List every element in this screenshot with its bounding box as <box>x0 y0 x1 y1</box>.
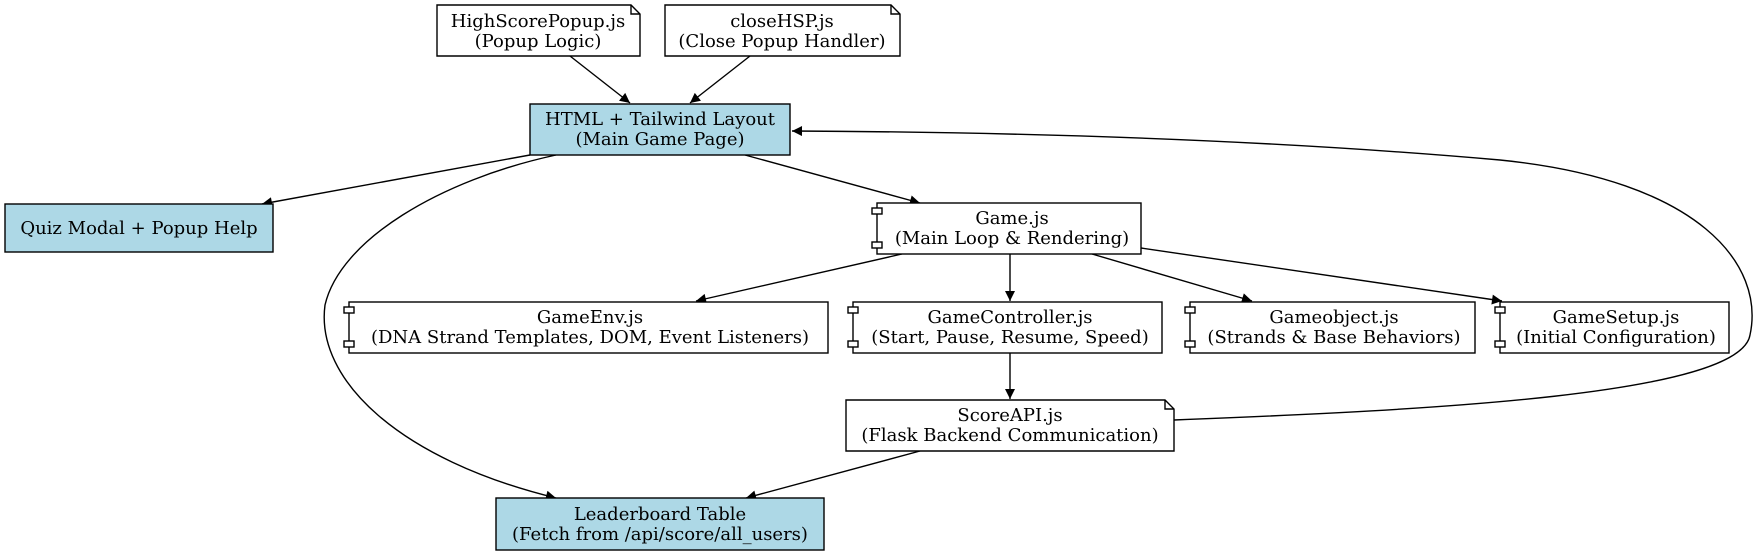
edge-game-js-to-game-setup <box>1140 247 1503 305</box>
node-quiz-modal: Quiz Modal + Popup Help <box>4 203 274 253</box>
node-game-env: GameEnv.js (DNA Strand Templates, DOM, E… <box>343 301 829 354</box>
node-highscore-popup-subtitle: (Popup Logic) <box>475 31 602 52</box>
edge-score-api-to-main-layout <box>791 126 1753 421</box>
node-leaderboard-subtitle: (Fetch from /api/score/all_users) <box>512 524 808 545</box>
node-game-controller: GameController.js (Start, Pause, Resume,… <box>847 301 1163 354</box>
node-quiz-modal-title: Quiz Modal + Popup Help <box>20 218 257 239</box>
edge-main-layout-to-quiz-modal <box>261 154 531 208</box>
edge-main-layout-to-game-js <box>744 154 921 206</box>
node-game-setup: GameSetup.js (Initial Configuration) <box>1494 301 1730 354</box>
node-close-hsp-subtitle: (Close Popup Handler) <box>678 31 885 52</box>
node-gameobject-title: Gameobject.js <box>1269 307 1398 328</box>
node-leaderboard-title: Leaderboard Table <box>574 504 746 525</box>
node-highscore-popup: HighScorePopup.js (Popup Logic) <box>436 4 641 57</box>
node-close-hsp-title: closeHSP.js <box>730 11 834 32</box>
node-score-api-subtitle: (Flask Backend Communication) <box>861 425 1158 446</box>
edge-main-layout-to-leaderboard <box>323 154 557 501</box>
node-score-api-title: ScoreAPI.js <box>957 405 1062 426</box>
edge-score-api-to-leaderboard <box>745 450 921 501</box>
node-main-layout-subtitle: (Main Game Page) <box>575 129 744 150</box>
node-game-js-subtitle: (Main Loop & Rendering) <box>895 228 1129 249</box>
edge-close-hsp-to-main-layout <box>689 55 751 104</box>
node-main-layout-title: HTML + Tailwind Layout <box>545 109 776 130</box>
node-game-env-title: GameEnv.js <box>537 307 643 328</box>
edge-game-js-to-game-env <box>695 253 903 304</box>
node-gameobject-subtitle: (Strands & Base Behaviors) <box>1207 327 1460 348</box>
node-highscore-popup-title: HighScorePopup.js <box>451 11 625 32</box>
node-close-hsp: closeHSP.js (Close Popup Handler) <box>664 4 901 57</box>
node-game-setup-subtitle: (Initial Configuration) <box>1516 327 1716 348</box>
node-game-controller-title: GameController.js <box>927 307 1092 328</box>
edge-highscore-popup-to-main-layout <box>569 55 631 104</box>
node-score-api: ScoreAPI.js (Flask Backend Communication… <box>845 399 1175 452</box>
node-game-env-subtitle: (DNA Strand Templates, DOM, Event Listen… <box>371 327 809 348</box>
node-main-layout: HTML + Tailwind Layout (Main Game Page) <box>529 103 791 156</box>
edge-game-js-to-gameobject <box>1091 253 1253 303</box>
node-game-controller-subtitle: (Start, Pause, Resume, Speed) <box>871 327 1148 348</box>
node-game-js-title: Game.js <box>975 208 1048 229</box>
node-game-setup-title: GameSetup.js <box>1553 307 1680 328</box>
node-leaderboard: Leaderboard Table (Fetch from /api/score… <box>495 497 825 551</box>
node-game-js: Game.js (Main Loop & Rendering) <box>871 202 1142 255</box>
node-gameobject: Gameobject.js (Strands & Base Behaviors) <box>1184 301 1476 354</box>
